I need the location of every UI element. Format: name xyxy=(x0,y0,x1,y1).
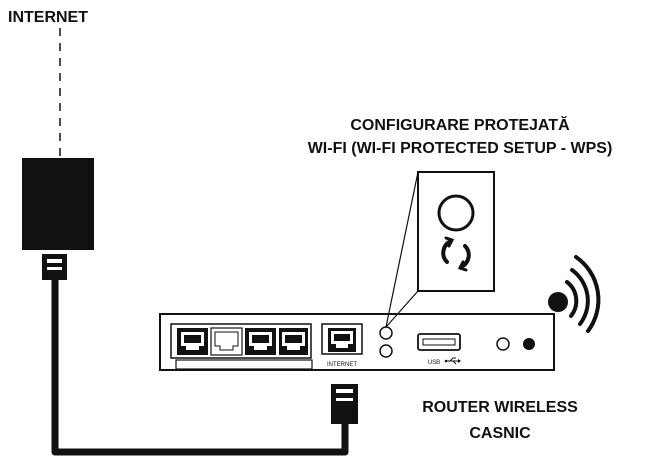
usb-port[interactable] xyxy=(417,333,461,351)
router-wps-button[interactable] xyxy=(379,326,393,340)
wifi-signal-icon xyxy=(548,255,601,333)
internet-label: INTERNET xyxy=(8,9,88,26)
wps-zoom-led xyxy=(437,194,475,232)
wps-callout-line xyxy=(385,171,419,328)
power-led xyxy=(496,337,510,351)
usb-symbol-icon xyxy=(444,357,461,365)
wps-title-line2: WI-FI (WI-FI PROTECTED SETUP - WPS) xyxy=(307,140,613,157)
usb-port-label: USB xyxy=(428,360,440,366)
wps-sync-icon xyxy=(441,236,471,272)
lan-port-2[interactable] xyxy=(210,327,243,356)
lan-port-1[interactable] xyxy=(177,328,208,355)
wps-callout-line xyxy=(385,290,419,328)
power-button[interactable] xyxy=(523,338,535,350)
router-title-line1: ROUTER WIRELESS xyxy=(422,399,578,416)
router-wps-led xyxy=(379,344,393,358)
wps-title-line1: CONFIGURARE PROTEJATĂ xyxy=(350,117,570,134)
modem-box xyxy=(22,158,94,250)
lan-port-3[interactable] xyxy=(245,328,276,355)
router-base xyxy=(175,359,313,370)
router-title-line2: CASNIC xyxy=(469,425,531,442)
router-internet-port-label: INTERNET xyxy=(327,362,357,368)
ethernet-cable xyxy=(51,280,349,456)
router-internet-port[interactable] xyxy=(321,323,363,355)
lan-port-4[interactable] xyxy=(279,328,308,355)
